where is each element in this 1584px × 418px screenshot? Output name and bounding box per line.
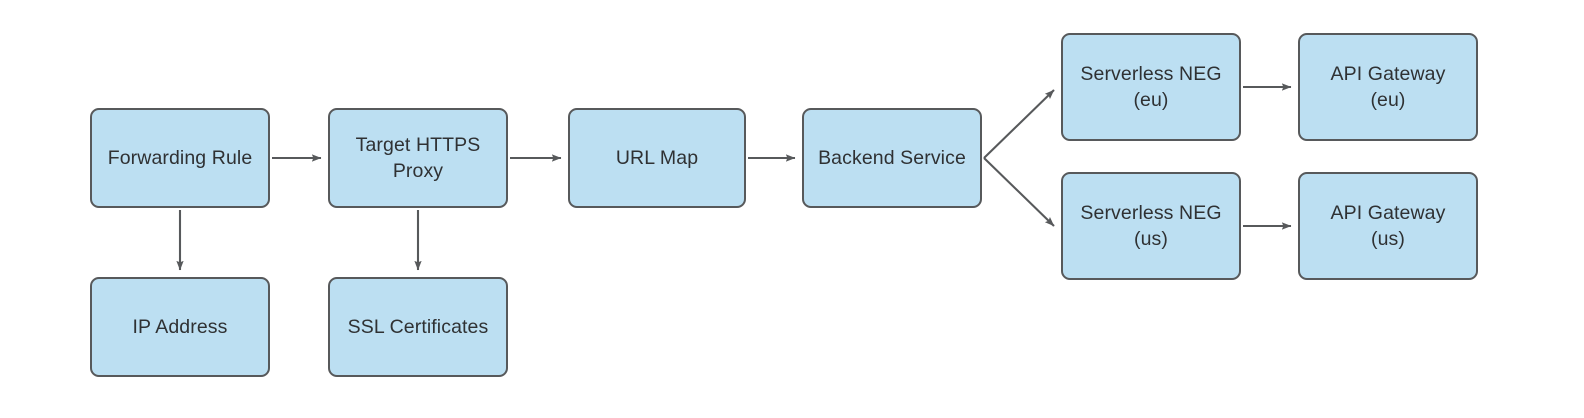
edge-backend-service-to-serverless-neg-eu <box>983 89 1055 159</box>
node-api-gateway-us[interactable]: API Gateway (us) <box>1298 172 1478 280</box>
node-api-gateway-eu[interactable]: API Gateway (eu) <box>1298 33 1478 141</box>
node-label-serverless-neg-eu: Serverless NEG (eu) <box>1080 63 1222 111</box>
node-label-url-map: URL Map <box>615 147 699 169</box>
node-url-map[interactable]: URL Map <box>568 108 746 208</box>
edge-backend-service-to-serverless-neg-us <box>983 157 1055 227</box>
node-label-serverless-neg-us: Serverless NEG (us) <box>1080 202 1222 250</box>
node-label-target-https-proxy: Target HTTPS Proxy <box>355 134 481 182</box>
node-label-api-gateway-eu: API Gateway (eu) <box>1330 63 1446 111</box>
node-serverless-neg-us[interactable]: Serverless NEG (us) <box>1061 172 1241 280</box>
node-target-https-proxy[interactable]: Target HTTPS Proxy <box>328 108 508 208</box>
node-serverless-neg-eu[interactable]: Serverless NEG (eu) <box>1061 33 1241 141</box>
node-forwarding-rule[interactable]: Forwarding Rule <box>90 108 270 208</box>
node-ssl-certificates[interactable]: SSL Certificates <box>328 277 508 377</box>
node-label-api-gateway-us: API Gateway (us) <box>1330 202 1446 250</box>
node-label-ip-address: IP Address <box>132 316 228 338</box>
node-label-backend-service: Backend Service <box>818 147 966 169</box>
node-ip-address[interactable]: IP Address <box>90 277 270 377</box>
node-backend-service[interactable]: Backend Service <box>802 108 982 208</box>
node-label-forwarding-rule: Forwarding Rule <box>107 147 253 169</box>
node-label-ssl-certificates: SSL Certificates <box>347 316 489 338</box>
